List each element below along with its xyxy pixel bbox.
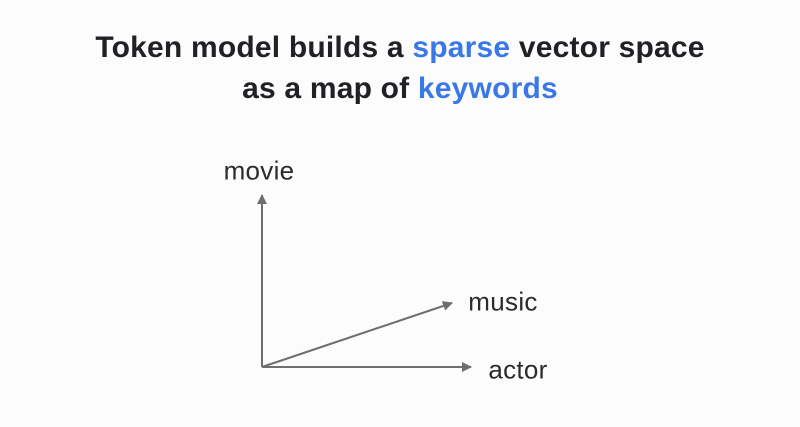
title-highlight-sparse: sparse — [412, 31, 511, 64]
axis-label-actor: actor — [488, 354, 548, 385]
axis-label-music: music — [468, 286, 538, 317]
title-text: as a map of — [242, 72, 418, 105]
page-title: Token model builds a sparse vector space… — [0, 27, 800, 109]
vector-music — [261, 301, 453, 368]
axis-label-movie: movie — [223, 155, 295, 186]
vector-arrows — [257, 194, 472, 372]
title-highlight-keywords: keywords — [417, 72, 558, 105]
title-line-2: as a map of keywords — [0, 68, 800, 109]
title-text: Token model builds a — [95, 31, 413, 64]
title-line-1: Token model builds a sparse vector space — [0, 27, 800, 68]
title-text: vector space — [510, 31, 705, 64]
